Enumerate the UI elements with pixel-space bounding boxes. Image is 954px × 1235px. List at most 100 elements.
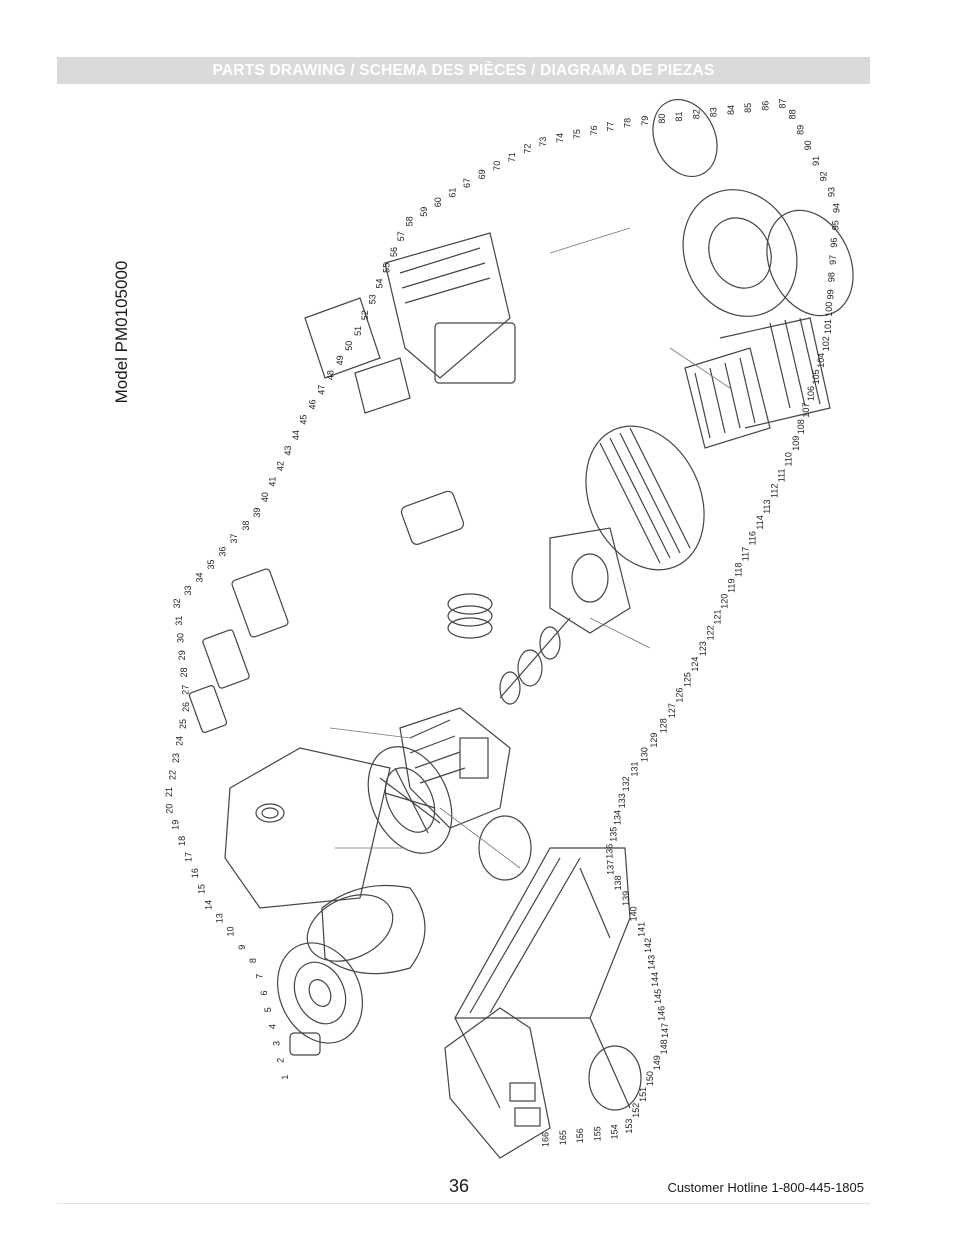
control-cover-part [384, 232, 516, 384]
part-callout: 80 [657, 114, 667, 124]
part-callout: 128 [659, 718, 669, 733]
part-callout: 54 [375, 278, 385, 288]
part-callout: 111 [776, 469, 786, 483]
part-callout: 83 [709, 107, 719, 117]
part-callout: 17 [184, 852, 194, 862]
part-callout: 148 [659, 1039, 669, 1054]
part-callout: 88 [788, 109, 798, 119]
part-callout: 136 [604, 844, 614, 859]
part-callout: 8 [248, 958, 258, 963]
end-housing-part [652, 98, 798, 317]
part-callout: 60 [433, 197, 443, 207]
part-callout: 97 [828, 255, 838, 265]
customer-hotline: Customer Hotline 1-800-445-1805 [667, 1180, 864, 1195]
crankcase-cover-part [549, 527, 631, 634]
part-callout: 39 [252, 508, 262, 518]
part-callout: 82 [691, 109, 701, 119]
part-callout: 50 [344, 341, 354, 351]
part-callout: 7 [255, 974, 265, 979]
callout-layer: 1234567891013141516171819202122232425262… [164, 99, 841, 1147]
part-callout: 45 [299, 415, 309, 425]
part-callout: 98 [827, 272, 837, 282]
part-callout: 105 [811, 369, 821, 384]
part-callout: 75 [572, 129, 582, 139]
part-callout: 33 [183, 585, 193, 595]
part-callout: 156 [575, 1128, 585, 1143]
part-callout: 81 [674, 111, 684, 121]
part-callout: 78 [623, 118, 633, 128]
part-callout: 134 [613, 810, 623, 825]
part-callout: 135 [609, 827, 619, 842]
part-callout: 102 [821, 336, 831, 351]
part-callout: 104 [816, 353, 826, 368]
part-callout: 118 [734, 563, 744, 577]
part-callout: 142 [643, 938, 653, 953]
part-callout: 110 [784, 452, 794, 466]
part-callout: 123 [698, 641, 708, 656]
parts-diagram: 1234567891013141516171819202122232425262… [164, 98, 854, 1159]
part-callout: 152 [631, 1103, 641, 1118]
part-callout: 72 [522, 144, 532, 154]
part-callout: 124 [690, 657, 700, 672]
part-callout: 55 [382, 263, 392, 273]
part-callout: 34 [195, 572, 205, 582]
part-callout: 165 [558, 1130, 568, 1145]
part-callout: 139 [621, 891, 631, 906]
part-callout: 150 [645, 1071, 655, 1086]
part-callout: 113 [762, 499, 772, 513]
page-title: PARTS DRAWING / SCHEMA DES PIÈCES / DIAG… [212, 61, 715, 79]
part-callout: 23 [171, 753, 181, 763]
part-callout: 112 [769, 484, 779, 498]
part-callout: 37 [229, 534, 239, 544]
part-callout: 25 [178, 719, 188, 729]
part-callout: 93 [827, 187, 837, 197]
part-callout: 155 [592, 1126, 602, 1141]
part-callout: 84 [726, 105, 736, 115]
part-callout: 76 [589, 125, 599, 135]
part-callout: 2 [276, 1058, 286, 1063]
part-callout: 86 [760, 101, 770, 111]
part-callout: 53 [367, 294, 377, 304]
frame-part [453, 815, 642, 1111]
part-callout: 58 [404, 216, 414, 226]
part-callout: 101 [823, 319, 833, 334]
part-callout: 116 [748, 531, 758, 545]
part-callout: 43 [283, 446, 293, 456]
part-callout: 126 [675, 688, 685, 703]
part-callout: 95 [830, 220, 840, 230]
part-callout: 131 [630, 761, 640, 776]
part-callout: 99 [826, 289, 836, 299]
part-callout: 138 [613, 875, 623, 890]
part-callout: 92 [819, 171, 829, 181]
part-callout: 106 [806, 386, 816, 401]
part-callout: 137 [606, 860, 616, 875]
part-callout: 122 [705, 625, 715, 640]
part-callout: 132 [621, 776, 631, 791]
fuel-tank-part [224, 747, 391, 909]
part-callout: 125 [683, 672, 693, 687]
part-callout: 73 [538, 137, 548, 147]
alternator-part [585, 209, 854, 571]
part-callout: 144 [650, 972, 660, 987]
part-callout: 91 [811, 156, 821, 166]
part-callout: 19 [171, 820, 181, 830]
part-callout: 35 [206, 559, 216, 569]
part-callout: 77 [606, 122, 616, 132]
part-callout: 146 [657, 1006, 667, 1021]
part-callout: 18 [177, 836, 187, 846]
part-callout: 94 [832, 203, 842, 213]
part-callout: 56 [389, 247, 399, 257]
part-callout: 38 [241, 521, 251, 531]
flywheel-part [367, 746, 453, 854]
part-callout: 143 [646, 955, 656, 970]
page-number: 36 [449, 1176, 470, 1196]
part-callout: 6 [259, 990, 269, 995]
part-callout: 21 [164, 787, 174, 797]
part-callout: 5 [263, 1007, 273, 1012]
part-callout: 29 [177, 650, 187, 660]
header-band: PARTS DRAWING / SCHEMA DES PIÈCES / DIAG… [57, 57, 870, 84]
part-callout: 114 [755, 515, 765, 529]
part-callout: 61 [448, 188, 458, 198]
part-callout: 10 [226, 926, 236, 936]
part-callout: 51 [353, 326, 363, 336]
